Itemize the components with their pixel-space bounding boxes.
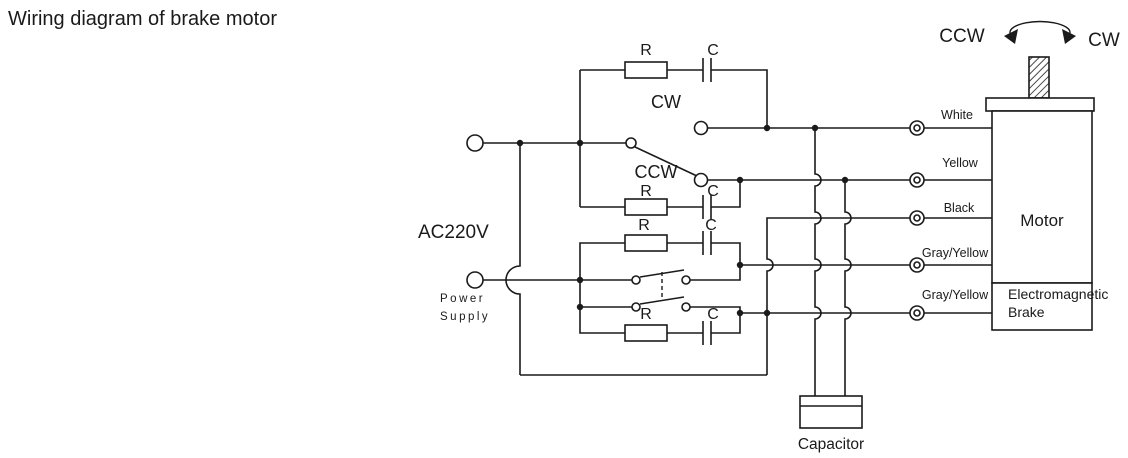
snubber3-right-wire [690,242,741,281]
junction-dot [576,276,584,284]
junction-dot [736,176,744,184]
power-supply: AC220V Power Supply [418,134,490,323]
terminal-gray-yellow-1 [909,257,925,273]
wire-labels: White Yellow Black Gray/Yellow Gray/Yell… [922,108,989,302]
ccw-switch-label: CCW [635,162,678,182]
motor-body [991,110,1093,284]
junction-dot [841,176,849,184]
capacitor-4-label: C [707,306,719,323]
motor-end-cap [985,97,1095,112]
snubber-left-riser-lower [579,242,625,334]
black-wire-return-riser [766,217,910,375]
terminal-white [909,120,925,136]
junction-dot [763,309,771,317]
resistor-4-label: R [640,306,652,323]
snubber4-right-wire [690,306,741,334]
terminal-inner-ring [913,309,921,317]
brake-contact-2 [681,302,691,312]
motor-shaft-icon [1028,56,1050,99]
resistor-2 [624,198,668,216]
resistor-1-label: R [640,42,652,59]
terminal-gray-yellow-2 [909,305,925,321]
power-label-line1: Power [440,293,485,305]
terminal-inner-ring [913,124,921,132]
capacitor-label: Capacitor [798,436,864,453]
junction-dots [516,124,849,317]
brake-label-line1: Electromagnetic [1008,286,1108,302]
ccw-contact [693,172,709,188]
switch-blade [634,146,698,177]
junction-dot [516,139,524,147]
capacitor-plates-3 [702,231,712,255]
brake-pole-1 [631,275,641,285]
brake-pole-2 [631,302,641,312]
motor-label: Motor [1020,211,1064,230]
junction-dot [736,261,744,269]
brake-label-line2: Brake [1008,304,1045,320]
rotation-arrowhead-right-icon [1062,29,1076,44]
terminal-inner-ring [913,214,921,222]
snubber2-right-wire [711,180,741,208]
rotation-ccw-label: CCW [939,26,984,47]
voltage-label: AC220V [418,222,489,243]
junction-dot [576,303,584,311]
junction-dot [736,309,744,317]
rotation-indicator: CCW CW [939,20,1120,51]
rotation-arrow-icon [1009,20,1071,39]
capacitor-left-wire [814,128,822,396]
junction-dot [763,124,771,132]
resistor-2-label: R [640,183,652,200]
switch-pole-contact [625,137,637,149]
resistor-3-label: R [638,217,650,234]
capacitor-plates-4 [702,321,712,345]
capacitor-body [799,395,863,429]
snubber1-right-wire [711,69,768,128]
capacitor-2-label: C [707,183,719,200]
capacitor-3-label: C [705,217,717,234]
junction-dot [811,124,819,132]
supply-bus-wire [505,143,521,375]
capacitor-plates-2 [702,195,712,219]
terminal-inner-ring [913,176,921,184]
supply-terminal-top [466,134,484,152]
power-label-line2: Supply [440,311,490,323]
terminal-yellow [909,172,925,188]
direction-switch: CW CCW [625,92,709,188]
snubber-components: R C R C R C R C [624,42,719,345]
run-capacitor: Capacitor [798,395,864,453]
resistor-4 [624,324,668,342]
wiring [483,69,992,396]
terminal-inner-ring [913,261,921,269]
motor-terminals [909,120,925,321]
white-wire-label: White [941,108,973,122]
resistor-3 [624,234,668,252]
rotation-arrowhead-left-icon [1004,29,1018,44]
diagram-title: Wiring diagram of brake motor [8,8,277,30]
brake-switch [631,269,691,312]
rotation-cw-label: CW [1088,30,1120,51]
resistor-1 [624,61,668,79]
terminal-black [909,210,925,226]
yellow-wire-label: Yellow [942,156,979,170]
black-wire-label: Black [944,201,975,215]
brake-contact-1 [681,275,691,285]
gray-yellow-1-wire-label: Gray/Yellow [922,246,989,260]
capacitor-1-label: C [707,42,719,59]
capacitor-right-wire [844,180,852,396]
supply-terminal-bottom [466,271,484,289]
capacitor-plates-1 [702,58,712,82]
junction-dot [576,139,584,147]
cw-contact [693,120,709,136]
gray-yellow-2-wire-label: Gray/Yellow [922,288,989,302]
motor-assembly: Motor Electromagnetic Brake [985,56,1108,331]
brake-body [991,282,1093,331]
cw-switch-label: CW [651,92,681,112]
